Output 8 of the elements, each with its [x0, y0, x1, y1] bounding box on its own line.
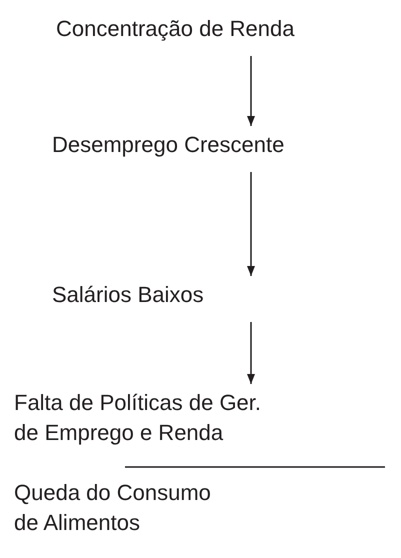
node-text: Falta de Políticas de Ger. de Emprego e Renda [14, 389, 262, 447]
node-text: Salários Baixos [52, 281, 205, 309]
node-text: Concentração de Renda [56, 15, 296, 43]
arrow [247, 56, 255, 126]
node-text: Queda do Consumo de Alimentos [14, 479, 212, 537]
arrow [247, 172, 255, 276]
arrow [247, 322, 255, 384]
node-text: Desemprego Crescente [52, 131, 286, 159]
